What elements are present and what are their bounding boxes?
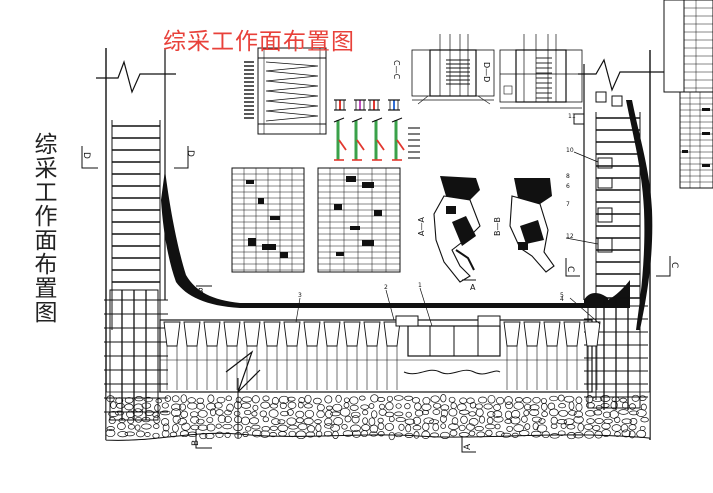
label-a-top: A — [470, 283, 476, 292]
hydraulic-support-figures — [333, 99, 420, 161]
equipment-schedule-table-2 — [317, 167, 401, 273]
callout-8: 8 — [566, 173, 570, 180]
label-b-top: B — [198, 287, 204, 296]
right-roadway-track — [573, 91, 648, 410]
label-section-c-c: C—C — [392, 60, 401, 80]
callout-9: 9 — [178, 273, 182, 280]
label-c-right: C — [669, 262, 679, 268]
callout-11: 11 — [568, 113, 576, 120]
label-section-b-b: B—B — [493, 217, 502, 236]
callout-7: 7 — [566, 201, 570, 208]
label-b-bottom: B — [191, 440, 201, 446]
callout-3: 3 — [298, 292, 302, 299]
label-d-left: D — [81, 152, 91, 159]
label-a-bottom: A — [463, 443, 473, 450]
label-section-a-a: A—A — [417, 217, 426, 236]
callout-10: 10 — [566, 147, 574, 154]
section-b-b-support-profile — [509, 178, 555, 273]
left-roadway-track — [104, 120, 168, 421]
callout-4: 4 — [560, 296, 564, 303]
section-a-a-support-profile — [433, 176, 481, 283]
section-d-d-detail — [499, 34, 583, 109]
powered-support-row — [159, 315, 601, 438]
callout-leaders — [295, 151, 601, 327]
support-side-detail — [244, 47, 327, 135]
label-c-left: C — [565, 266, 575, 272]
section-mark-brackets — [81, 146, 671, 453]
callout-1: 1 — [418, 282, 422, 289]
equipment-schedule-table-1 — [231, 167, 305, 273]
drawing-title: 综采工作面布置图 — [163, 29, 355, 55]
callout-6: 6 — [566, 183, 570, 190]
label-d-right: D — [185, 150, 195, 157]
coal-seam-outline — [96, 48, 664, 441]
title-block — [663, 0, 713, 189]
section-c-c-detail — [411, 34, 495, 105]
gob-rubble-band — [105, 391, 651, 441]
callout-12: 12 — [566, 233, 574, 240]
drawing-side-title: 综采工作面布置图 — [30, 132, 56, 324]
callout-5: 5 — [560, 292, 564, 299]
label-section-d-d: D—D — [482, 62, 491, 82]
callout-2: 2 — [384, 284, 388, 291]
